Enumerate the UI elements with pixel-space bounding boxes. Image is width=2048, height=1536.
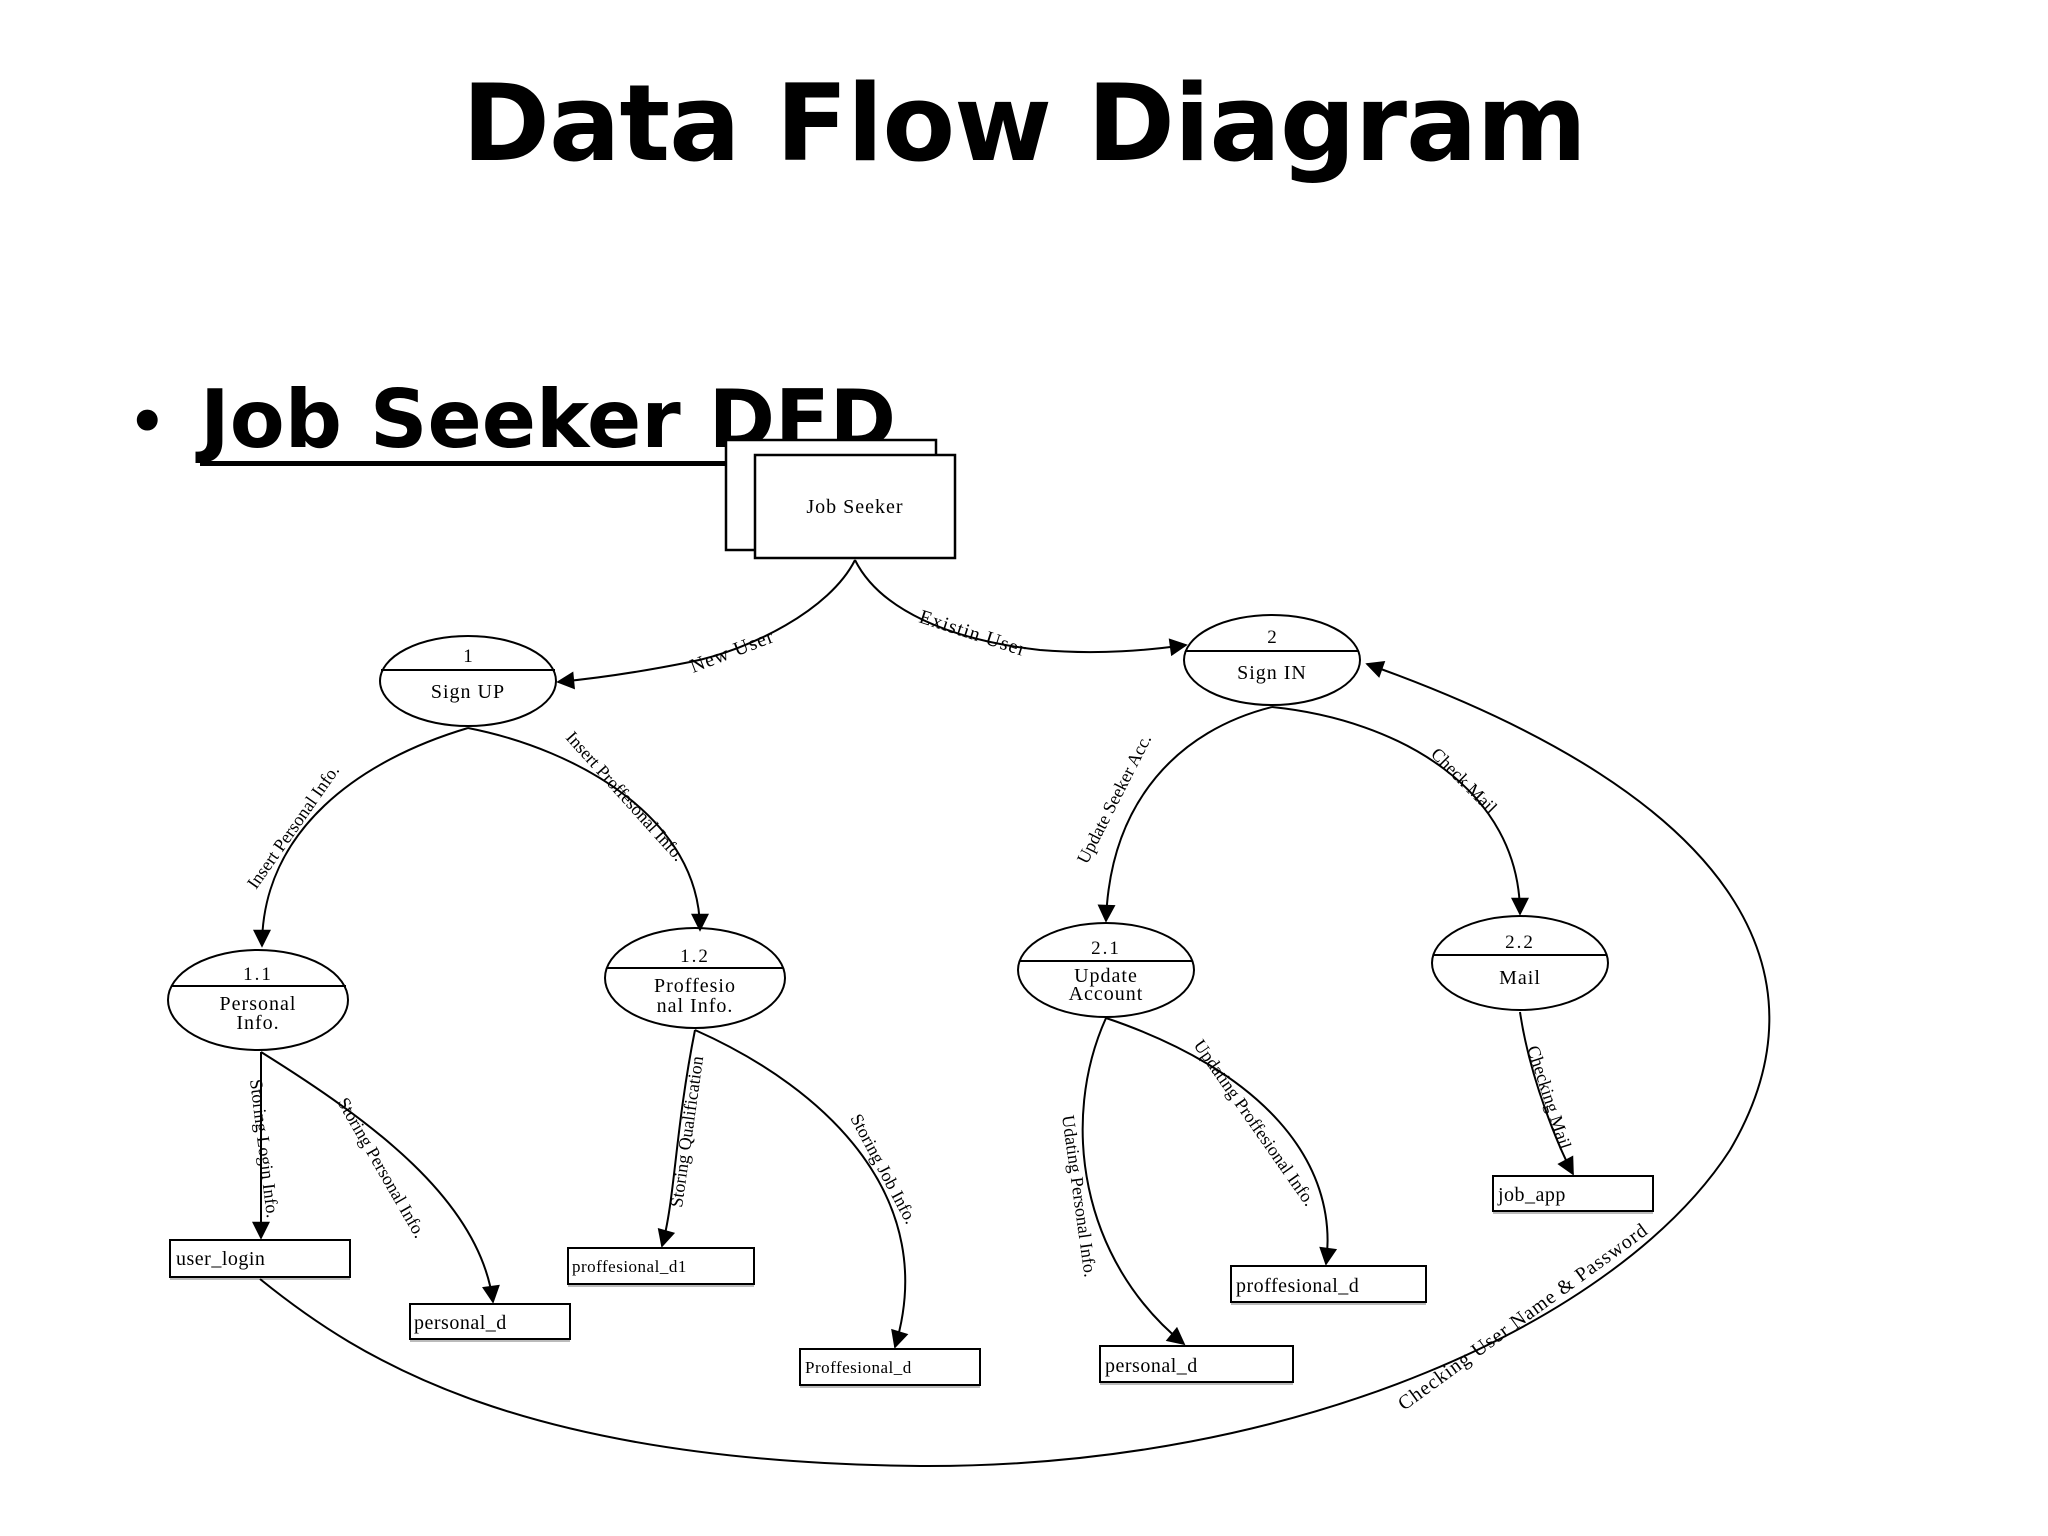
process-1-1-personal-info: 1.1 Personal Info. bbox=[167, 949, 349, 1051]
flow-label-new-user: New User bbox=[687, 625, 778, 677]
store-shape bbox=[409, 1303, 571, 1340]
flow-update-seeker bbox=[1097, 706, 1273, 923]
process-label: Mail bbox=[1499, 967, 1541, 989]
flow-new-user bbox=[556, 559, 856, 690]
flow-storing-job bbox=[694, 1029, 909, 1349]
process-number: 1.2 bbox=[680, 946, 710, 967]
process-circle bbox=[167, 949, 349, 1051]
flow-checking-mail bbox=[1519, 1011, 1574, 1176]
flow-label-insert-personal: Insert Personal Info. bbox=[243, 761, 343, 892]
process-circle bbox=[1183, 614, 1361, 706]
entity-job-seeker: Job Seeker bbox=[724, 438, 957, 560]
store-shape bbox=[799, 1348, 981, 1386]
flow-label-insert-proffesonal: Insert Proffesonal Info. bbox=[562, 727, 689, 865]
process-1-sign-up: 1 Sign UP bbox=[379, 635, 557, 727]
store-personal-d-1: personal_d bbox=[409, 1303, 571, 1342]
process-label: Sign UP bbox=[431, 681, 505, 703]
flow-existin-user bbox=[854, 559, 1188, 657]
process-label-line2: Info. bbox=[236, 1012, 279, 1034]
store-proffesional-d1: proffesional_d1 bbox=[567, 1247, 755, 1287]
flow-storing-qualification bbox=[657, 1029, 696, 1248]
process-label-line1: Personal bbox=[220, 993, 297, 1015]
flow-insert-personal bbox=[253, 727, 469, 948]
store-shape bbox=[1099, 1345, 1294, 1383]
process-2-1-update-account: 2.1 Update Account bbox=[1017, 922, 1195, 1018]
process-number: 2.1 bbox=[1091, 938, 1121, 959]
flow-label-storing-qualification: Storing Qualification bbox=[666, 1055, 707, 1209]
entity-label: Job Seeker bbox=[806, 496, 903, 518]
flow-label-storing-login: Storing Login Info. bbox=[246, 1078, 283, 1219]
store-proffesional-d: proffesional_d bbox=[1230, 1265, 1427, 1305]
process-number: 2 bbox=[1267, 627, 1277, 648]
store-user-login: user_login bbox=[169, 1239, 351, 1280]
process-label-line2: Account bbox=[1069, 983, 1144, 1005]
process-label: Sign IN bbox=[1237, 662, 1307, 684]
flow-label-existin-user: Existin User bbox=[916, 606, 1029, 661]
bullet-icon: • bbox=[126, 380, 169, 464]
store-job-app: job_app bbox=[1492, 1175, 1654, 1214]
flow-label-updating-proffesional: Updating Proffesional Info. bbox=[1190, 1036, 1320, 1210]
store-label: Proffesional_d bbox=[805, 1358, 912, 1377]
store-shape bbox=[567, 1247, 755, 1285]
flow-label-udating-personal: Udating Personal Info. bbox=[1058, 1114, 1101, 1279]
process-1-2-proffesional-info: 1.2 Proffesio nal Info. bbox=[604, 927, 786, 1029]
flow-storing-personal bbox=[260, 1051, 500, 1304]
flow-label-checking-user: Checking User Name & Password bbox=[1394, 1219, 1652, 1415]
flow-label-storing-job: Storing Job Info. bbox=[846, 1110, 921, 1227]
process-circle bbox=[1431, 915, 1609, 1011]
store-label: personal_d bbox=[414, 1312, 507, 1334]
process-circle bbox=[379, 635, 557, 727]
process-circle bbox=[1017, 922, 1195, 1018]
store-shape bbox=[169, 1239, 351, 1278]
flow-udating-personal bbox=[1081, 1017, 1186, 1346]
process-label-line1: Update bbox=[1074, 965, 1138, 987]
store-shape bbox=[1492, 1175, 1654, 1212]
flow-updating-proffesional bbox=[1105, 1017, 1338, 1266]
slide-title: Data Flow Diagram bbox=[461, 62, 1587, 185]
flow-label-checking-mail: Checking Mail bbox=[1523, 1043, 1575, 1151]
flow-label-check-mail: Check Mail bbox=[1427, 744, 1501, 818]
process-number: 1.1 bbox=[243, 964, 273, 985]
process-number: 2.2 bbox=[1505, 932, 1535, 953]
flow-check-mail bbox=[1271, 706, 1529, 916]
store-label: proffesional_d1 bbox=[572, 1257, 687, 1276]
process-label-line2: nal Info. bbox=[657, 995, 734, 1017]
flow-label-update-seeker: Update Seeker Acc. bbox=[1073, 731, 1155, 867]
process-number: 1 bbox=[463, 646, 473, 667]
process-2-sign-in: 2 Sign IN bbox=[1183, 614, 1361, 706]
store-proffesional-d-cap: Proffesional_d bbox=[799, 1348, 981, 1388]
store-label: proffesional_d bbox=[1236, 1275, 1359, 1297]
subtitle-underline bbox=[200, 461, 795, 466]
flow-insert-proffesonal bbox=[467, 727, 709, 932]
process-label-line1: Proffesio bbox=[654, 975, 736, 997]
flow-checking-user bbox=[259, 660, 1771, 1468]
store-shape bbox=[1230, 1265, 1427, 1303]
store-label: user_login bbox=[176, 1248, 265, 1270]
process-2-2-mail: 2.2 Mail bbox=[1431, 915, 1609, 1011]
store-label: job_app bbox=[1497, 1184, 1566, 1206]
entity-front-box bbox=[753, 453, 957, 560]
store-label: personal_d bbox=[1105, 1355, 1198, 1377]
store-personal-d-2: personal_d bbox=[1099, 1345, 1294, 1385]
